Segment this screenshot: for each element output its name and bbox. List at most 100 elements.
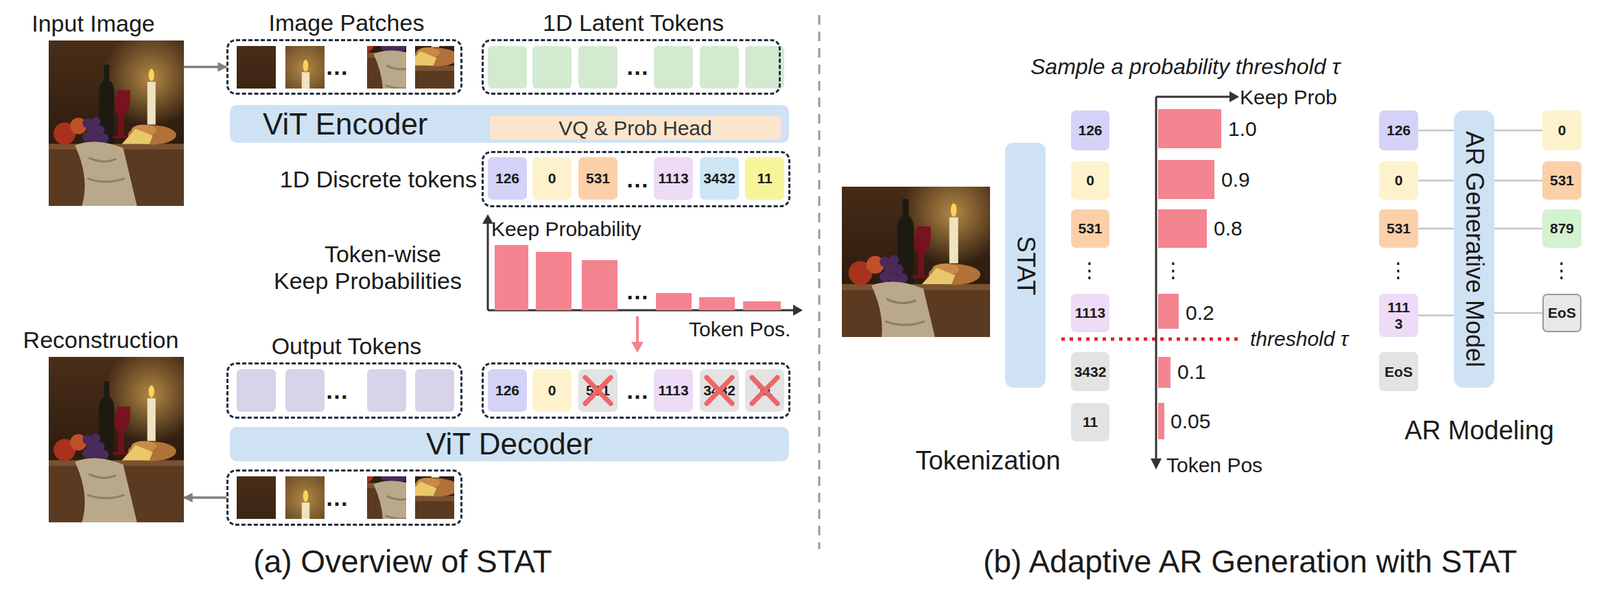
ellipsis: ⋮: [1387, 258, 1409, 283]
axis-label: Keep Prob: [1239, 85, 1338, 110]
axis-label: Token Pos: [1166, 453, 1263, 478]
node-text: …: [325, 364, 349, 417]
node-text: 126: [495, 170, 520, 186]
subcaption: (b) Adaptive AR Generation with STAT: [983, 543, 1517, 580]
node-text: Image Patches: [187, 9, 506, 37]
node-text: 11: [756, 170, 772, 186]
node-text: 111 3: [1385, 299, 1413, 331]
token-box: EoS: [1379, 351, 1419, 392]
node-text: AR Generative Model: [1460, 131, 1489, 368]
node-text: EoS: [1384, 363, 1413, 380]
node-text: Reconstruction: [0, 326, 222, 354]
step-note: Sample a probability threshold τ: [1030, 54, 1340, 80]
flow-arrow: [183, 496, 227, 499]
image-frame: Input Image: [48, 40, 184, 206]
ellipsis: ⋮: [1162, 258, 1184, 283]
node-text: 1113: [657, 170, 689, 186]
ar-model-band: AR Generative Model: [1453, 110, 1495, 388]
node-text: 531: [585, 382, 610, 398]
token-box: 1113: [1071, 293, 1110, 333]
connector-line: [1494, 179, 1543, 182]
bar-value: 0.2: [1185, 301, 1215, 326]
node-text: 531: [585, 170, 610, 186]
token-box: 531: [578, 369, 618, 412]
token-box: 111 3: [1379, 293, 1419, 337]
node-text: 3432: [703, 382, 736, 398]
image-frame: Reconstruction: [48, 356, 184, 523]
node-text: 3432: [1074, 363, 1107, 380]
node-text: 0: [548, 382, 557, 398]
node-text: 0: [548, 170, 557, 186]
token-box: 126: [1071, 110, 1110, 151]
node-text: 1D Discrete tokens: [279, 153, 477, 206]
threshold-label: threshold τ: [1250, 327, 1349, 352]
token-box: 3432: [1071, 351, 1110, 392]
connector-line: [1494, 129, 1543, 132]
node-text: 0: [1558, 122, 1567, 138]
token-box: 0: [532, 369, 572, 412]
ellipsis: …: [625, 277, 650, 305]
bar-value: 0.05: [1170, 409, 1211, 434]
subcaption: (a) Overview of STAT: [253, 543, 552, 580]
node-text: 531: [1386, 220, 1411, 237]
node-text: 3432: [703, 170, 736, 186]
encoder-band: ViT Encoder VQ & Prob Head: [229, 104, 790, 143]
output-token-group: Output Tokens…: [226, 362, 463, 419]
connector-line: [1494, 227, 1543, 230]
token-box: 11: [1071, 402, 1110, 442]
node-text: 1D Latent Tokens: [442, 9, 825, 37]
node-text: 126: [1077, 122, 1102, 138]
node-text: 1113: [1075, 304, 1106, 321]
node-text: 879: [1549, 220, 1574, 237]
token-box: 126: [487, 157, 527, 200]
bar-value: 0.1: [1177, 360, 1207, 385]
node-text: ViT Encoder: [262, 104, 429, 143]
node-text: …: [325, 471, 349, 524]
node-text: …: [325, 41, 349, 93]
patch-group: …: [226, 469, 463, 526]
token-box: 1113: [653, 157, 693, 200]
node-text: 1113: [657, 382, 689, 398]
flow-arrow: [183, 65, 227, 69]
token-box: 3432: [699, 157, 739, 200]
bar-value: 0.9: [1221, 168, 1251, 193]
node-text: 126: [495, 382, 520, 398]
bar-value: 1.0: [1228, 117, 1257, 142]
connector-line: [1418, 314, 1454, 317]
token-group: 1D Discrete tokens…12605311113343211: [481, 150, 791, 208]
token-box: 879: [1542, 209, 1582, 248]
node-text: …: [625, 153, 650, 206]
ellipsis: ⋮: [1551, 258, 1572, 283]
token-box: 531: [578, 157, 618, 200]
node-text: 0: [1394, 172, 1404, 188]
axis-label: Keep Probability: [491, 217, 641, 242]
connector-line: [1418, 227, 1454, 230]
token-box: 0: [1542, 110, 1582, 151]
token-box: 126: [487, 369, 527, 412]
section-label: AR Modeling: [1404, 415, 1555, 446]
token-box: 531: [1379, 209, 1419, 248]
chart-title: Token-wise Keep Probabilities: [264, 240, 471, 295]
patch-group: Image Patches…: [226, 39, 463, 95]
token-group: …12605311113343211: [481, 362, 791, 419]
node-text: 11: [1082, 413, 1098, 430]
node-text: …: [625, 41, 650, 93]
axis-label: Token Pos.: [688, 317, 791, 342]
node-text: VQ & Prob Head: [558, 116, 712, 140]
token-box: 11: [745, 157, 785, 200]
latent-token-group: 1D Latent Tokens…: [481, 39, 781, 95]
node-text: 531: [1549, 172, 1574, 188]
connector-line: [1418, 179, 1454, 182]
token-box: 531: [1542, 161, 1582, 200]
node-text: ViT Decoder: [426, 427, 593, 461]
node-text: 0: [1086, 172, 1095, 188]
connector-line: [1494, 312, 1543, 315]
token-box: 531: [1071, 209, 1110, 248]
token-box: 126: [1379, 110, 1419, 151]
bar-value: 0.8: [1213, 216, 1243, 241]
node-text: Output Tokens: [187, 332, 506, 360]
